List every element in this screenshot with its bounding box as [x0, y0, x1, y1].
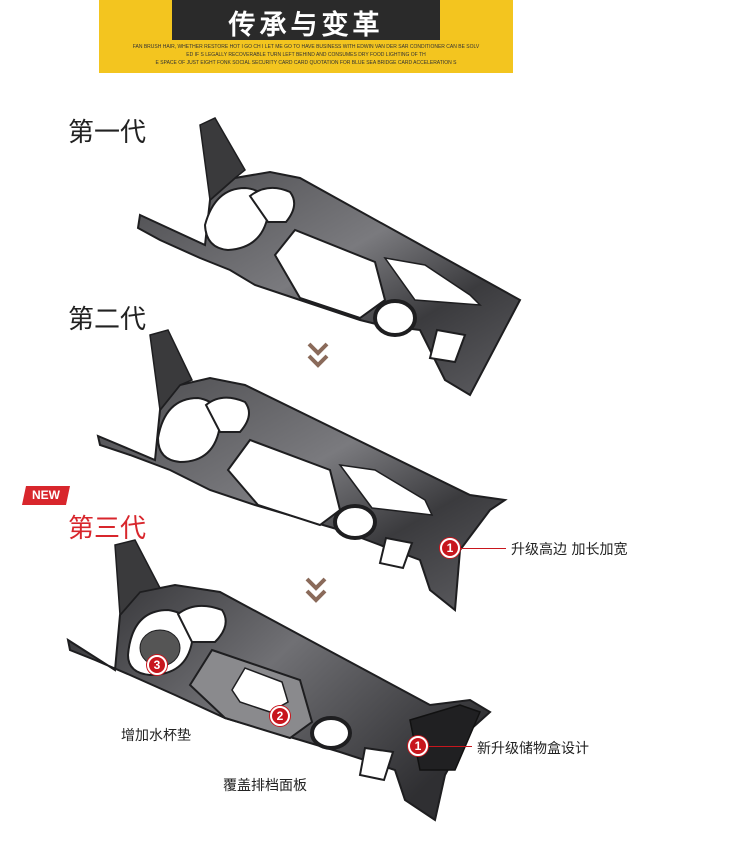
header-banner: 传承与变革 FAN BRUSH HAIR, WHETHER RESTORE HO…: [99, 0, 513, 73]
second-generation-label: 第二代: [68, 305, 147, 335]
callout-badge-gen3-1: 1: [408, 736, 428, 756]
first-generation-label: 第一代: [68, 118, 147, 148]
double-chevron-down-icon: [307, 342, 329, 368]
callout-text-gen2-1: 升级高边 加长加宽: [511, 542, 628, 558]
callout-text-gen3-2: 覆盖排档面板: [223, 778, 307, 794]
banner-subtitle-line2: ED IF S LEGALLY RECOVERABLE TURN LEFT BE…: [186, 52, 426, 58]
callout-badge-gen3-2: 2: [270, 706, 290, 726]
callout-badge-gen3-3: 3: [147, 655, 167, 675]
double-chevron-down-icon: [305, 577, 327, 603]
callout-text-gen3-3: 增加水杯垫: [121, 728, 191, 744]
callout-badge-gen2-1: 1: [440, 538, 460, 558]
banner-subtitle-line1: FAN BRUSH HAIR, WHETHER RESTORE HOT I GO…: [132, 44, 480, 50]
banner-title-box: 传承与变革: [172, 0, 440, 41]
banner-subtitle-line3: E SPACE OF JUST EIGHT FONK SOCIAL SECURI…: [155, 60, 457, 66]
callout-text-gen3-1: 新升级储物盒设计: [477, 741, 589, 757]
callout-leader: [428, 746, 472, 747]
second-generation-panel: [96, 329, 508, 612]
third-generation-label: 第三代: [68, 514, 147, 544]
callout-leader: [460, 548, 506, 549]
first-generation-panel: [136, 117, 522, 397]
banner-title: 传承与变革: [228, 10, 384, 41]
